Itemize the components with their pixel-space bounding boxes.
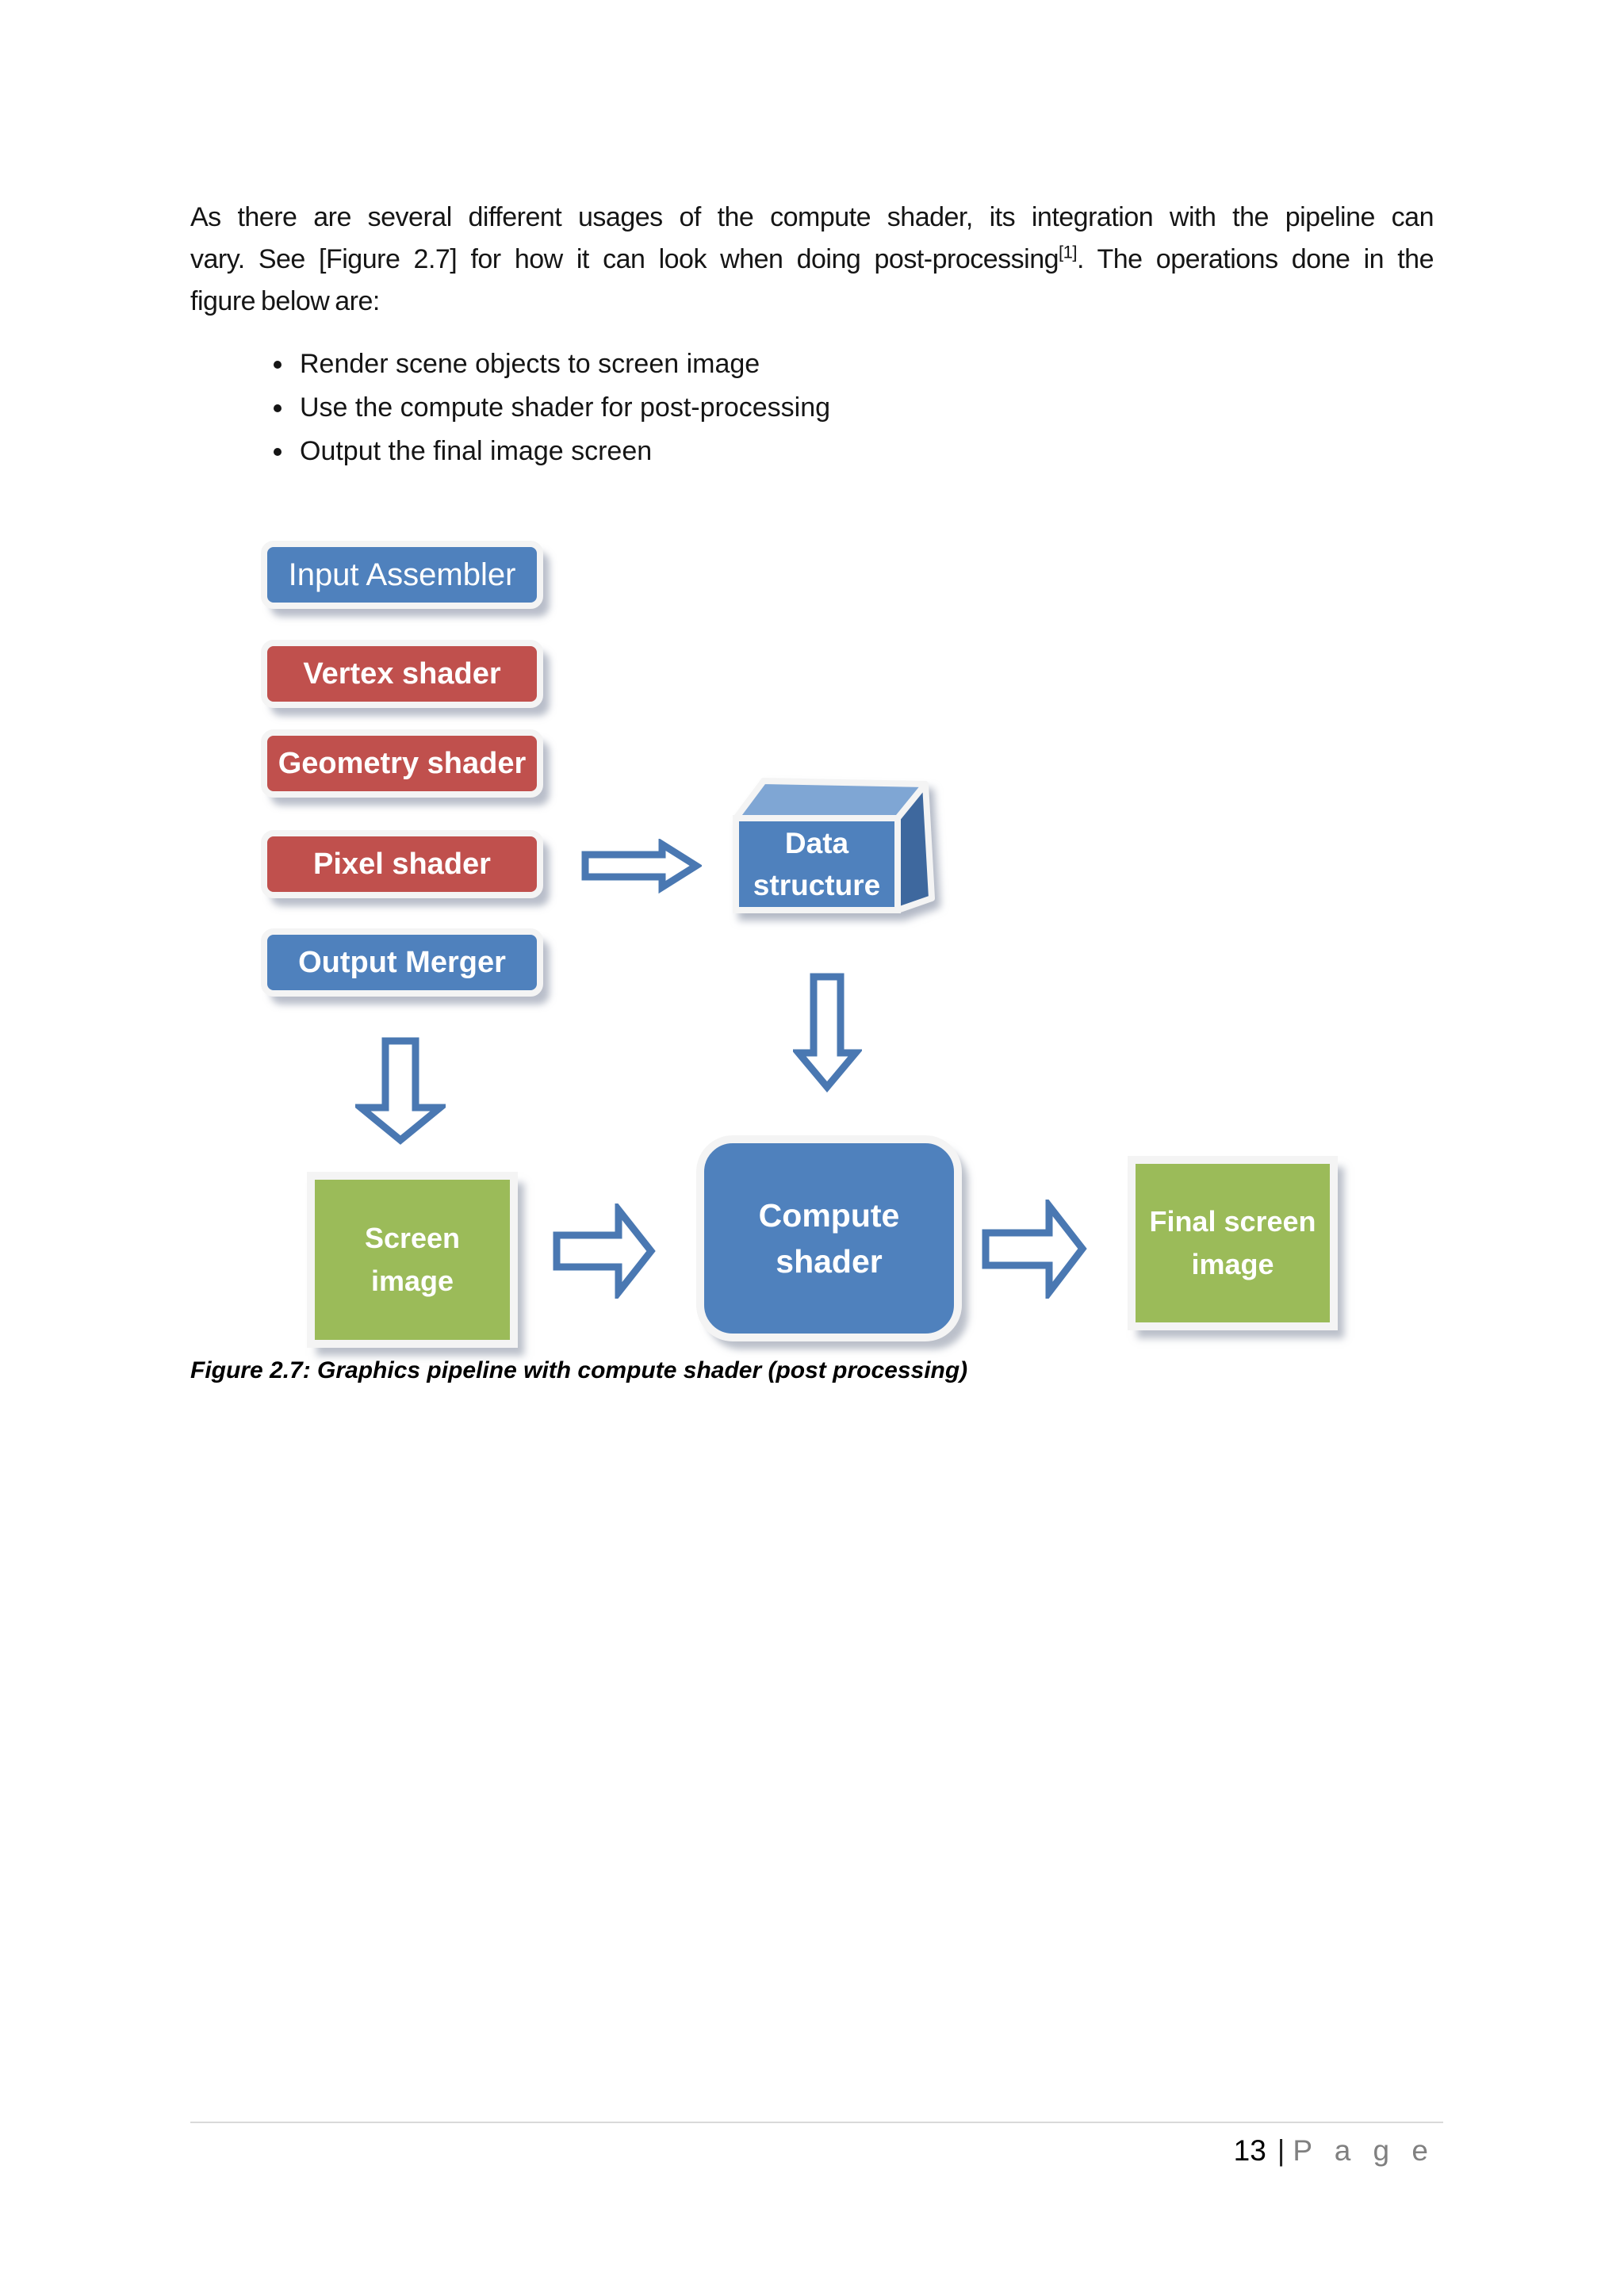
node-label: Screen image bbox=[364, 1222, 461, 1297]
paragraph-line-3: figure below are: bbox=[190, 286, 380, 316]
node-input-assembler: Input Assembler bbox=[261, 541, 543, 609]
page-number: 13 bbox=[1233, 2134, 1266, 2167]
node-label: Geometry shader bbox=[278, 746, 527, 780]
paragraph-line-2-text: vary. See [Figure 2.7] for how it can lo… bbox=[190, 244, 1059, 274]
paragraph-line-2-tail: . The operations done in the bbox=[1076, 244, 1434, 274]
bullet-item: Output the final image screen bbox=[295, 430, 1405, 473]
node-geometry-shader: Geometry shader bbox=[261, 729, 543, 798]
node-label: Final screen image bbox=[1149, 1205, 1316, 1280]
node-final-screen-image: Final screen image bbox=[1128, 1156, 1338, 1330]
node-label: Pixel shader bbox=[313, 847, 491, 881]
cube-side-face bbox=[894, 781, 935, 913]
cube-front-face bbox=[733, 815, 901, 913]
node-data-structure: Data structure bbox=[753, 827, 881, 901]
node-label: Vertex shader bbox=[303, 656, 501, 691]
arrow-compute-to-final-icon bbox=[982, 1200, 1087, 1299]
node-screen-image: Screen image bbox=[307, 1172, 518, 1348]
data-structure-cube bbox=[733, 778, 935, 913]
footer-divider bbox=[190, 2122, 1443, 2123]
arrow-pixel-to-data-icon bbox=[581, 839, 702, 894]
page-footer: 13 |P a g e bbox=[1031, 2134, 1435, 2168]
node-label: Compute shader bbox=[758, 1197, 900, 1280]
arrow-data-to-compute-icon bbox=[793, 973, 862, 1093]
bullet-list: Render scene objects to screen image Use… bbox=[244, 342, 1405, 473]
arrow-merger-to-screen-icon bbox=[355, 1037, 446, 1145]
node-pixel-shader: Pixel shader bbox=[261, 830, 543, 898]
footer-separator: | bbox=[1277, 2134, 1285, 2167]
node-label: Output Merger bbox=[298, 945, 506, 979]
arrow-screen-to-compute-icon bbox=[553, 1203, 656, 1299]
citation-superscript: [1] bbox=[1059, 242, 1077, 262]
node-output-merger: Output Merger bbox=[261, 928, 543, 997]
body-paragraph: As there are several different usages of… bbox=[190, 197, 1434, 323]
node-compute-shader: Compute shader bbox=[696, 1135, 962, 1341]
cube-top-face bbox=[733, 778, 929, 821]
paragraph-line-2: vary. See [Figure 2.7] for how it can lo… bbox=[190, 239, 1434, 281]
figure-caption: Figure 2.7: Graphics pipeline with compu… bbox=[190, 1357, 968, 1383]
node-vertex-shader: Vertex shader bbox=[261, 640, 543, 708]
node-label: Input Assembler bbox=[288, 557, 516, 592]
bullet-item: Use the compute shader for post-processi… bbox=[295, 386, 1405, 430]
bullet-item: Render scene objects to screen image bbox=[295, 342, 1405, 386]
paragraph-line-1: As there are several different usages of… bbox=[190, 202, 1434, 232]
footer-page-label: P a g e bbox=[1293, 2134, 1435, 2167]
